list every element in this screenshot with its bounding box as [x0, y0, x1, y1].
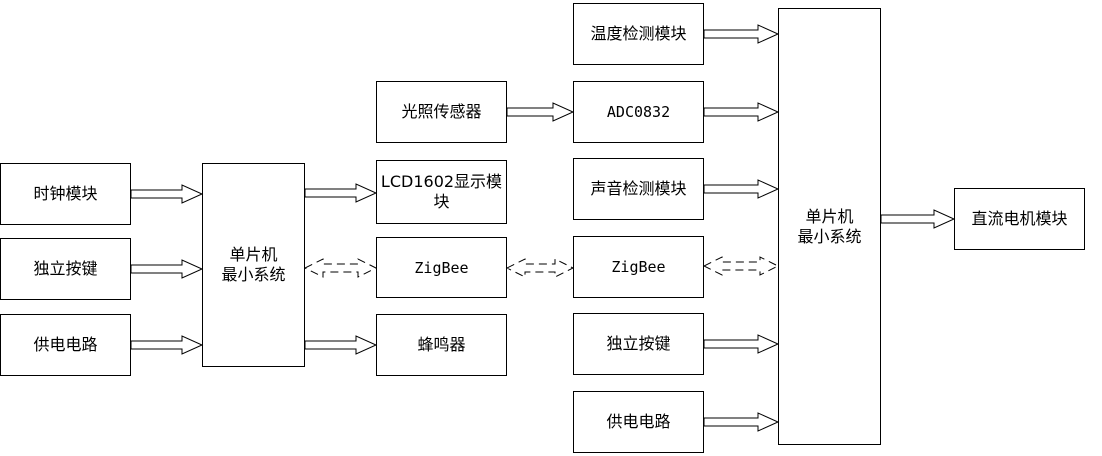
- temp-module-box: 温度检测模块: [573, 3, 704, 65]
- left-mcu-box: 单片机 最小系统: [202, 163, 305, 367]
- right-power-label: 供电电路: [606, 412, 671, 431]
- arrow-mcu-to-lcd: [304, 183, 378, 203]
- buzzer-box: 蜂鸣器: [376, 314, 507, 376]
- right-mcu-box: 单片机 最小系统: [778, 8, 881, 445]
- left-power-label: 供电电路: [33, 335, 98, 354]
- light-sensor-box: 光照传感器: [376, 81, 507, 143]
- lcd-line1: LCD1602显示模: [380, 172, 503, 191]
- arrow-mcu-to-buzzer: [304, 335, 378, 355]
- right-key-label: 独立按键: [606, 334, 671, 353]
- right-mcu-line2: 最小系统: [797, 226, 862, 246]
- sound-module-label: 声音检测模块: [590, 179, 687, 198]
- adc-box: ADC0832: [573, 81, 704, 143]
- right-key-box: 独立按键: [573, 313, 704, 375]
- right-zigbee-box: ZigBee: [573, 236, 704, 298]
- adc-label: ADC0832: [606, 103, 671, 121]
- right-zigbee-label: ZigBee: [611, 258, 666, 276]
- arrow-power-to-mcu: [130, 335, 204, 355]
- arrow-power-to-right-mcu: [703, 412, 780, 432]
- left-mcu-line1: 单片机: [229, 245, 278, 264]
- temp-module-label: 温度检测模块: [590, 24, 687, 43]
- arrow-temp-to-mcu: [703, 24, 780, 44]
- dashed-arrow-zigbee-mcu: [702, 256, 780, 276]
- dashed-arrow-zigbee-zigbee: [505, 258, 575, 278]
- clock-module-box: 时钟模块: [0, 163, 131, 225]
- arrow-clock-to-mcu: [130, 184, 204, 204]
- arrow-adc-to-mcu: [703, 102, 780, 122]
- lcd-module-box: LCD1602显示模 块: [376, 160, 507, 224]
- arrow-key-to-mcu: [130, 259, 204, 279]
- light-sensor-label: 光照传感器: [401, 102, 482, 121]
- buzzer-label: 蜂鸣器: [417, 335, 466, 354]
- left-zigbee-label: ZigBee: [414, 258, 469, 277]
- left-power-box: 供电电路: [0, 314, 131, 376]
- clock-module-label: 时钟模块: [33, 184, 98, 203]
- lcd-line2: 块: [433, 192, 450, 211]
- sound-module-box: 声音检测模块: [573, 158, 704, 220]
- left-mcu-line2: 最小系统: [221, 265, 286, 284]
- arrow-light-to-adc: [506, 102, 575, 122]
- dc-motor-box: 直流电机模块: [954, 188, 1085, 250]
- left-key-box: 独立按键: [0, 238, 131, 300]
- left-zigbee-box: ZigBee: [376, 237, 507, 298]
- dc-motor-label: 直流电机模块: [971, 209, 1068, 228]
- arrow-sound-to-mcu: [703, 179, 780, 199]
- arrow-mcu-to-motor: [880, 209, 956, 229]
- dashed-arrow-mcu-zigbee: [303, 258, 378, 278]
- right-power-box: 供电电路: [573, 391, 704, 453]
- right-mcu-line1: 单片机: [805, 206, 854, 226]
- left-key-label: 独立按键: [33, 259, 98, 278]
- arrow-key-to-right-mcu: [703, 334, 780, 354]
